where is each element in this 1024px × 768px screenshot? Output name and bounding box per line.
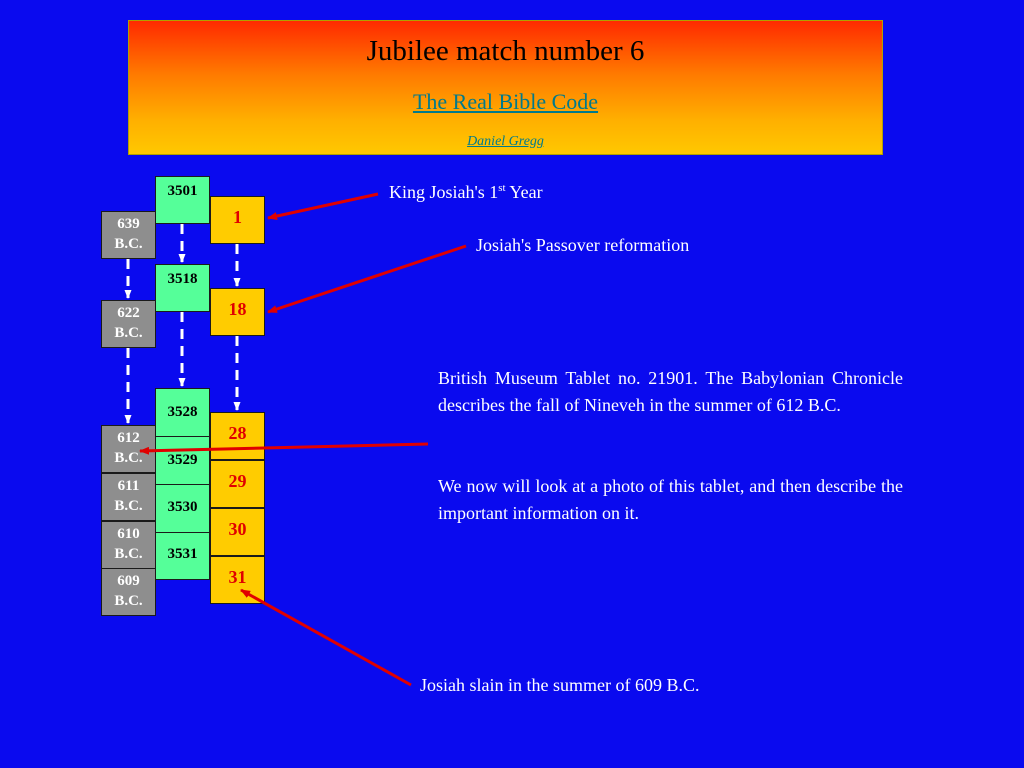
paragraph-photo: We now will look at a photo of this tabl… [438, 476, 903, 523]
year-am-3531: 3531 [167, 546, 198, 562]
year-bc-622: 622 B.C. [101, 300, 156, 348]
year-am-3530: 3530 [167, 499, 198, 515]
reign-year-18: 18 [210, 288, 265, 336]
year-bc-639: 639 B.C. [101, 211, 156, 259]
arrow-first-year [267, 192, 379, 220]
arrow-slain [240, 588, 412, 687]
divider [155, 484, 210, 485]
annotation-sup: st [498, 182, 506, 194]
year-am-label: 3501 [167, 183, 198, 199]
reign-year-label: 1 [233, 207, 242, 227]
year-bc-label: 611 B.C. [114, 478, 143, 514]
year-bc-label: 639 B.C. [114, 216, 143, 252]
annotation-slain: Josiah slain in the summer of 609 B.C. [420, 675, 700, 695]
reign-year-label: 30 [228, 519, 247, 539]
reign-year-30: 30 [210, 508, 265, 556]
year-bc-611: 611 B.C. [101, 473, 156, 521]
annotation-passover: Josiah's Passover reformation [476, 235, 690, 255]
reign-year-29: 29 [210, 460, 265, 508]
year-am-3518: 3518 [155, 264, 210, 312]
title-banner: Jubilee match number 6 The Real Bible Co… [128, 20, 883, 155]
reign-year-label: 18 [228, 299, 247, 319]
year-bc-label: 612 B.C. [114, 430, 143, 466]
year-bc-612: 612 B.C. [101, 425, 156, 473]
reign-year-label: 31 [228, 567, 247, 587]
year-am-label: 3518 [167, 271, 198, 287]
year-bc-label: 609 B.C. [114, 573, 143, 609]
slide-title: Jubilee match number 6 [366, 35, 645, 67]
reign-year-label: 29 [228, 471, 247, 491]
reign-year-1: 1 [210, 196, 265, 244]
reign-year-31: 31 [210, 556, 265, 604]
reign-year-label: 28 [228, 423, 247, 443]
annotation-text: Year [505, 182, 543, 202]
year-bc-610: 610 B.C. [101, 521, 156, 569]
divider [155, 532, 210, 533]
author-link[interactable]: Daniel Gregg [467, 134, 544, 149]
annotation-text: King Josiah's 1 [389, 182, 499, 202]
reign-year-28: 28 [210, 412, 265, 460]
year-bc-label: 610 B.C. [114, 526, 143, 562]
paragraph-tablet: British Museum Tablet no. 21901. The Bab… [438, 368, 903, 415]
annotation-first-year: King Josiah's 1st Year [389, 182, 543, 203]
year-bc-label: 622 B.C. [114, 305, 143, 341]
year-am-3529: 3529 [167, 452, 198, 468]
subtitle-link[interactable]: The Real Bible Code [412, 89, 599, 114]
year-am-3501: 3501 [155, 176, 210, 224]
arrow-nineveh [139, 442, 429, 455]
arrow-passover [267, 244, 467, 314]
year-am-3528: 3528 [167, 404, 198, 420]
year-bc-609: 609 B.C. [101, 568, 156, 616]
divider [155, 436, 210, 437]
